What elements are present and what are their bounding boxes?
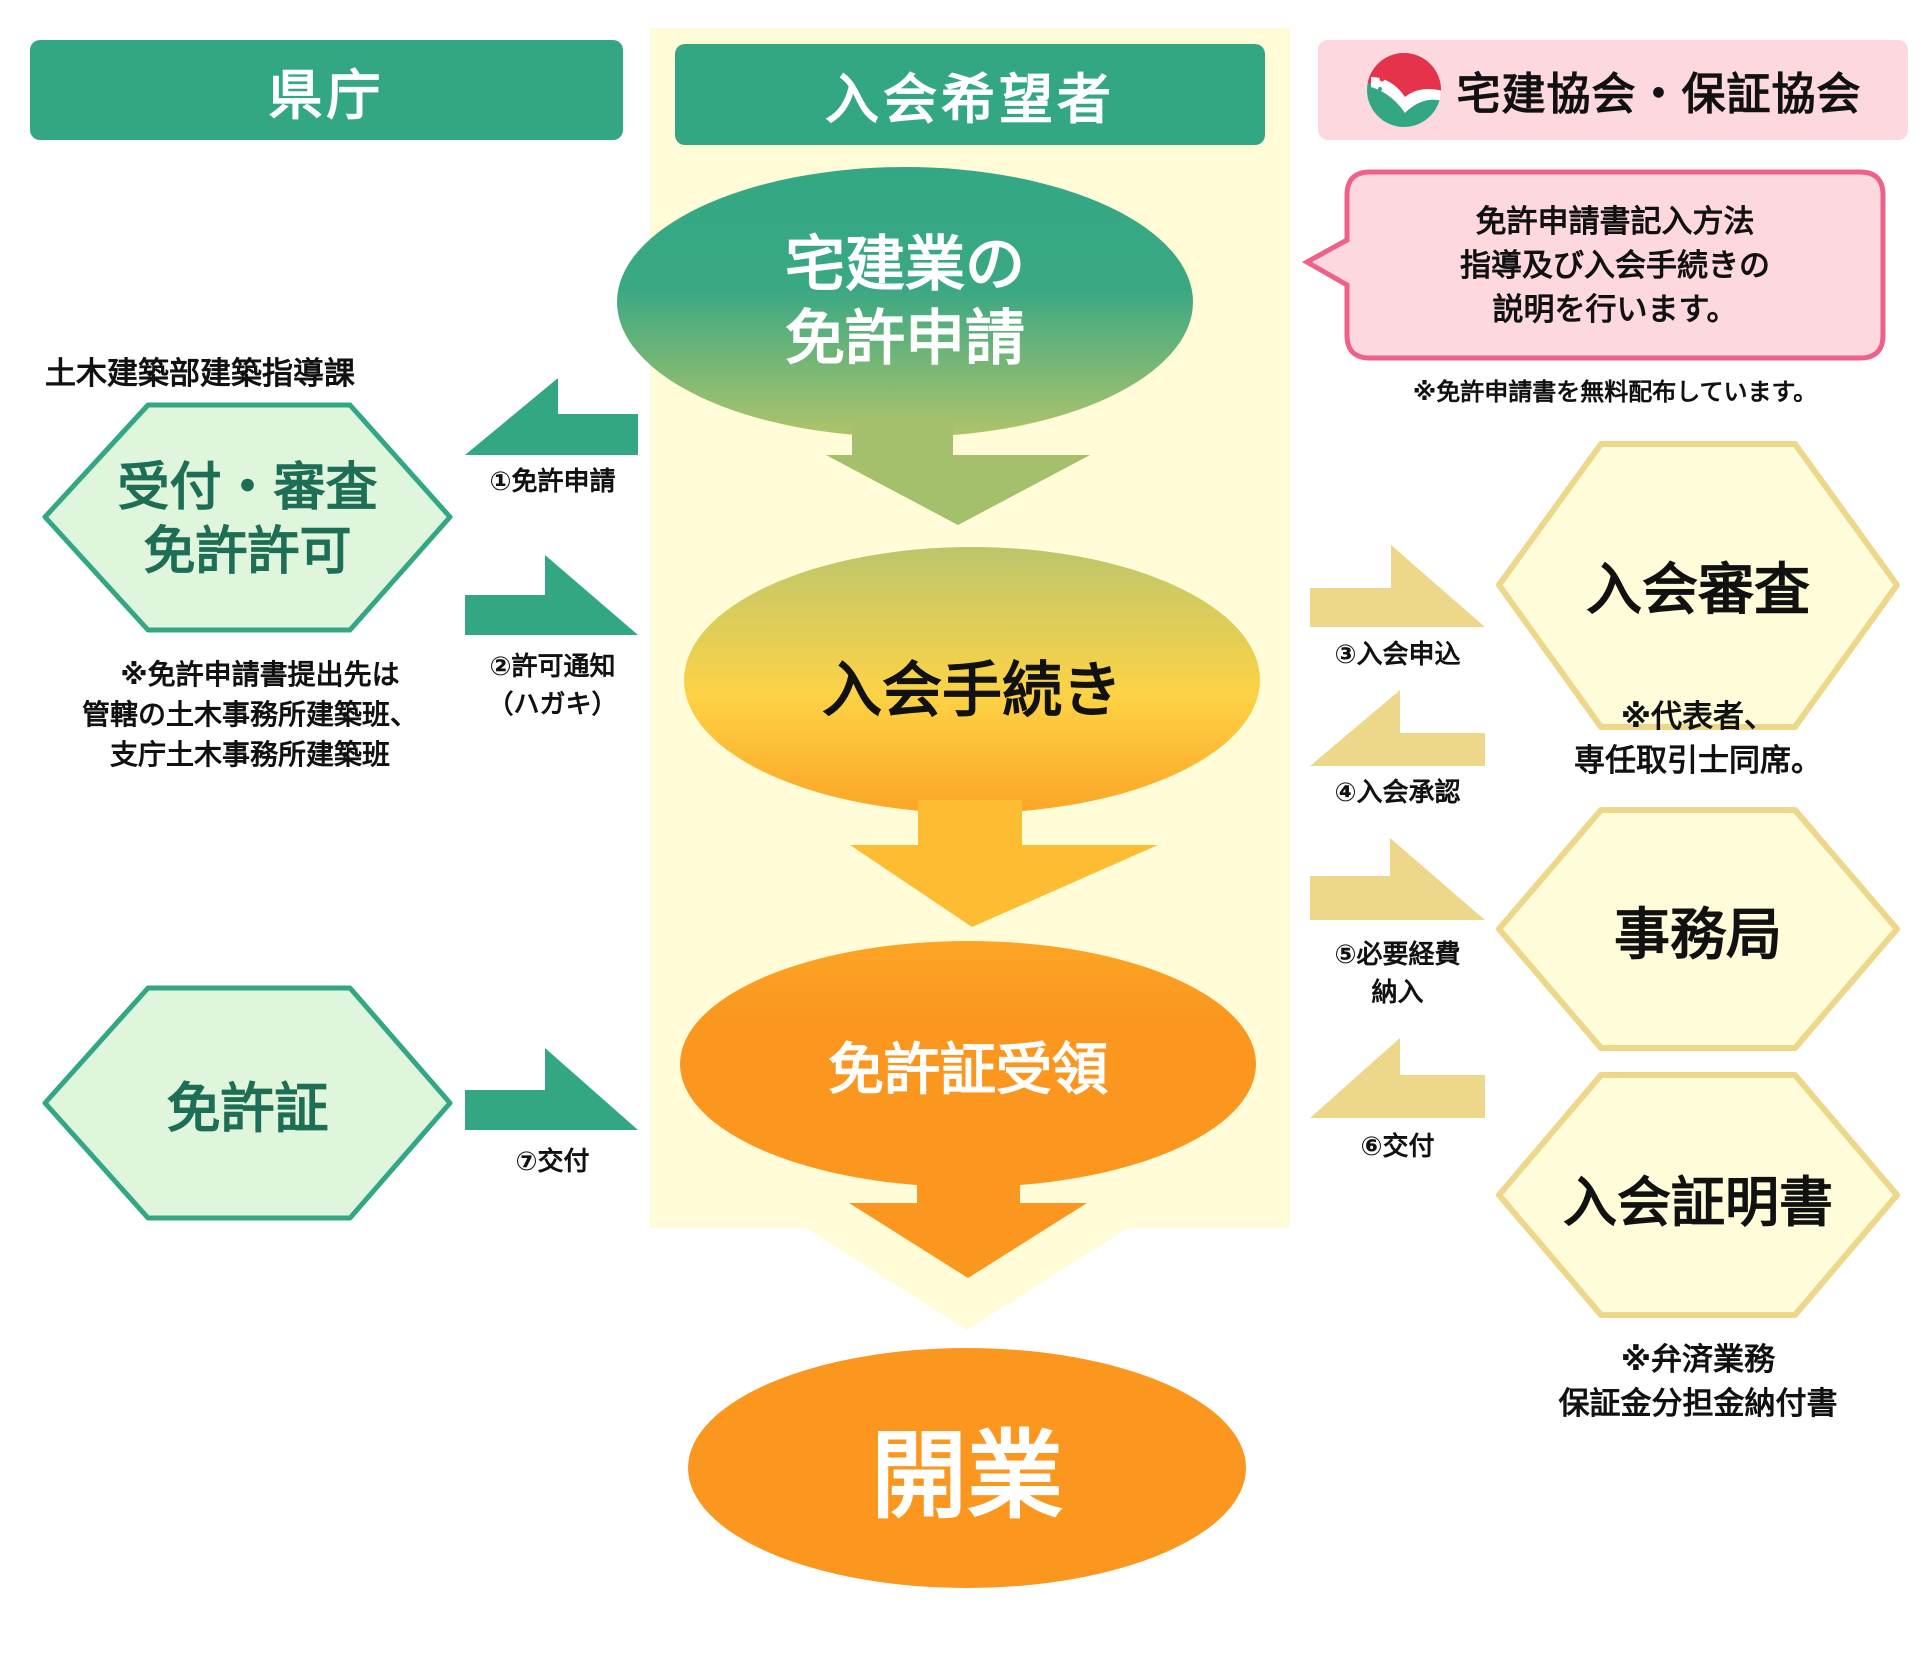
dove-logo-icon	[1365, 51, 1443, 129]
step2-arrow	[850, 800, 1158, 927]
hex-review-shape	[42, 402, 453, 633]
certificate-note-line1: ※弁済業務	[1620, 1342, 1776, 1378]
hex-review-line2: 免許許可	[143, 522, 352, 582]
association-header: 宅建協会・保証協会	[1318, 40, 1908, 140]
speech-bubble	[1301, 169, 1886, 361]
step4-label: 開業	[871, 1419, 1063, 1532]
hex-certificate-label: 入会証明書	[1563, 1170, 1833, 1234]
arrow-7-right	[465, 1048, 638, 1130]
bubble-line2: 指導及び入会手続きの	[1460, 248, 1770, 284]
certificate-note: ※弁済業務 保証金分担金納付書	[1480, 1338, 1916, 1426]
bubble-line3: 説明を行います。	[1492, 292, 1738, 328]
arrow-2-label: ②許可通知 （ハガキ）	[460, 648, 645, 724]
arrow-3-label: ③入会申込	[1334, 640, 1461, 670]
step1-arrow	[826, 420, 1090, 525]
arrow-1-label: ①免許申請	[489, 467, 616, 497]
hex-license-shape	[42, 985, 453, 1221]
applicant-header: 入会希望者	[675, 44, 1265, 145]
submission-note-line1: ※免許申請書提出先は	[120, 658, 400, 691]
bubble-text: 免許申請書記入方法 指導及び入会手続きの 説明を行います。	[1347, 200, 1883, 332]
step3-ellipse	[680, 941, 1256, 1187]
hex-review-line1: 受付・審査	[117, 458, 378, 518]
arrow-5-label: ⑤必要経費 納入	[1300, 936, 1495, 1012]
arrow-2-right	[465, 555, 638, 635]
prefecture-header: 県庁	[30, 40, 623, 140]
arrow-7-label: ⑦交付	[515, 1147, 590, 1177]
arrow-6-label: ⑥交付	[1360, 1132, 1435, 1162]
hex-membership-review-label: 入会審査	[1586, 557, 1810, 623]
prefecture-header-label: 県庁	[268, 63, 385, 127]
applicant-header-label: 入会希望者	[825, 68, 1115, 131]
step1-node	[617, 167, 1193, 525]
step2-label: 入会手続き	[822, 655, 1122, 726]
arrow-5-label-line1: ⑤必要経費	[1334, 940, 1461, 970]
step1-label: 宅建業の 免許申請	[617, 222, 1193, 382]
review-note: ※代表者、 専任取引士同席。	[1480, 695, 1916, 783]
arrow-4-left	[1310, 690, 1485, 766]
certificate-note-line2: 保証金分担金納付書	[1558, 1386, 1838, 1422]
arrow-2-label-line1: ②許可通知	[489, 652, 616, 682]
step4-ellipse	[688, 1348, 1246, 1588]
hex-certificate-shape	[1496, 1072, 1900, 1318]
department-label: 土木建築部建築指導課	[45, 356, 355, 392]
arrow-3-right	[1310, 545, 1485, 627]
step2-node	[684, 547, 1260, 927]
association-header-label: 宅建協会・保証協会	[1456, 69, 1862, 120]
hex-office-label: 事務局	[1614, 902, 1782, 968]
hex-office-shape	[1496, 807, 1900, 1051]
submission-note-line2: 管轄の土木事務所建築班、	[81, 698, 418, 731]
submission-note-line3: 支庁土木事務所建築班	[109, 738, 390, 771]
hex-license-label: 免許証	[166, 1076, 329, 1140]
hex-review-label: 受付・審査 免許許可	[45, 450, 450, 590]
review-note-line2: 専任取引士同席。	[1574, 743, 1822, 779]
step1-ellipse	[617, 167, 1193, 437]
arrow-4-label: ④入会承認	[1334, 778, 1461, 808]
arrow-6-left	[1310, 1038, 1485, 1118]
free-form-note: ※免許申請書を無料配布しています。	[1412, 378, 1818, 406]
arrow-2-label-line2: （ハガキ）	[487, 690, 618, 720]
hex-membership-review-shape	[1496, 441, 1900, 730]
step1-line1: 宅建業の	[785, 230, 1025, 300]
step1-line2: 免許申請	[785, 304, 1025, 374]
step2-ellipse	[684, 547, 1260, 813]
review-note-line1: ※代表者、	[1620, 699, 1776, 735]
arrow-5-right	[1310, 838, 1485, 920]
submission-note: ※免許申請書提出先は 管轄の土木事務所建築班、 支庁土木事務所建築班	[30, 655, 470, 775]
arrow-1-left	[465, 378, 638, 455]
step3-arrow	[849, 1180, 1087, 1278]
arrow-5-label-line2: 納入	[1371, 978, 1424, 1008]
step3-label: 免許証受領	[828, 1037, 1108, 1103]
bubble-line1: 免許申請書記入方法	[1475, 204, 1755, 240]
step3-node	[680, 941, 1256, 1330]
